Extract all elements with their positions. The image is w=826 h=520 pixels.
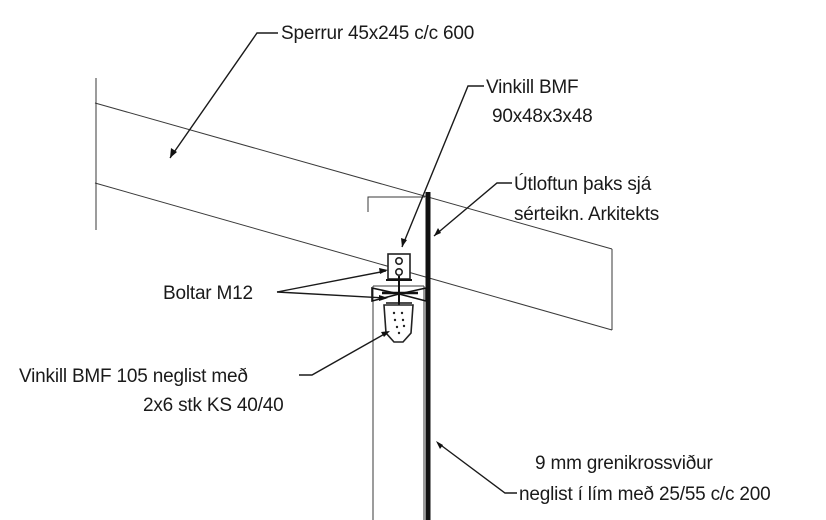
top-bracket-label-line1: Vinkill BMF	[486, 77, 578, 98]
leader-bottom-bracket	[299, 331, 389, 376]
plywood-label-line1: 9 mm grenikrossviður	[535, 453, 713, 474]
leader-lines	[169, 32, 517, 494]
bolts-m12	[371, 276, 427, 306]
eave-label-line1: Útloftun þaks sjá	[514, 173, 652, 195]
leader-eave	[433, 182, 512, 237]
leader-bolt-1	[276, 270, 387, 293]
bottom-bracket-label-line1: Vinkill BMF 105 neglist með	[19, 366, 248, 387]
top-bracket	[387, 253, 411, 280]
leader-top-bracket	[401, 85, 484, 248]
eave-label-line2: sérteikn. Arkitekts	[514, 204, 659, 225]
plywood-label-line2: neglist í lím með 25/55 c/c 200	[519, 484, 771, 505]
leader-rafters	[169, 32, 278, 159]
rafters-label: Sperrur 45x245 c/c 600	[281, 23, 474, 44]
top-bracket-label-line2: 90x48x3x48	[492, 106, 592, 127]
bolts-label: Boltar M12	[163, 283, 253, 304]
leader-plywood	[437, 442, 517, 494]
bottom-bracket-label-line2: 2x6 stk KS 40/40	[143, 395, 283, 416]
bottom-bracket	[383, 304, 414, 343]
rafter	[94, 78, 613, 331]
eave-outline	[367, 196, 425, 212]
leader-bolt-2	[276, 291, 387, 299]
